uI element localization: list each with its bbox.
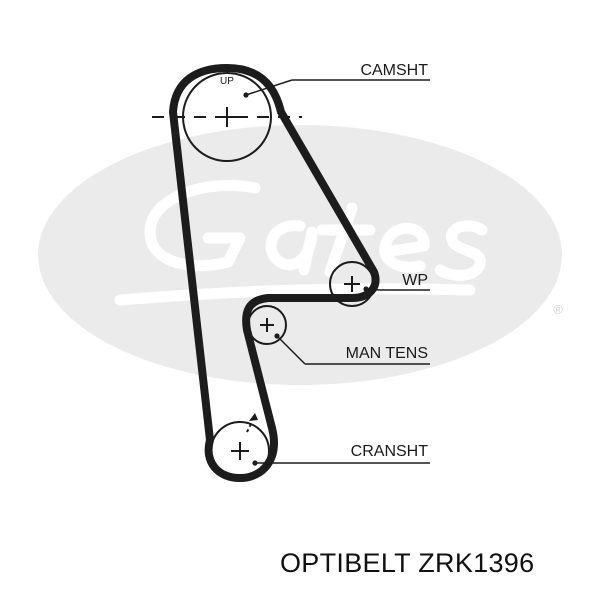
camshaft-callout: CAMSHT bbox=[245, 62, 430, 96]
water-pump-label: WP bbox=[402, 272, 428, 289]
camshaft-label: CAMSHT bbox=[360, 62, 428, 79]
crankshaft-callout: CRANSHT bbox=[252, 443, 430, 466]
tensioner-label: MAN TENS bbox=[346, 345, 428, 362]
water-pump-callout: WP bbox=[363, 272, 430, 292]
registered-mark: ® bbox=[553, 302, 563, 317]
camshaft-pulley: UP bbox=[152, 72, 302, 162]
tensioner-callout: MAN TENS bbox=[274, 333, 430, 365]
crankshaft-pulley bbox=[210, 413, 270, 481]
timing-arrow-icon bbox=[249, 413, 258, 421]
timing-belt bbox=[169, 64, 380, 482]
gates-watermark: ® bbox=[38, 125, 563, 385]
crankshaft-label: CRANSHT bbox=[351, 443, 429, 460]
water-pump-pulley bbox=[329, 261, 375, 307]
up-marker: UP bbox=[220, 76, 234, 87]
part-number-caption: OPTIBELT ZRK1396 bbox=[280, 548, 535, 578]
tensioner-pulley bbox=[247, 305, 287, 345]
